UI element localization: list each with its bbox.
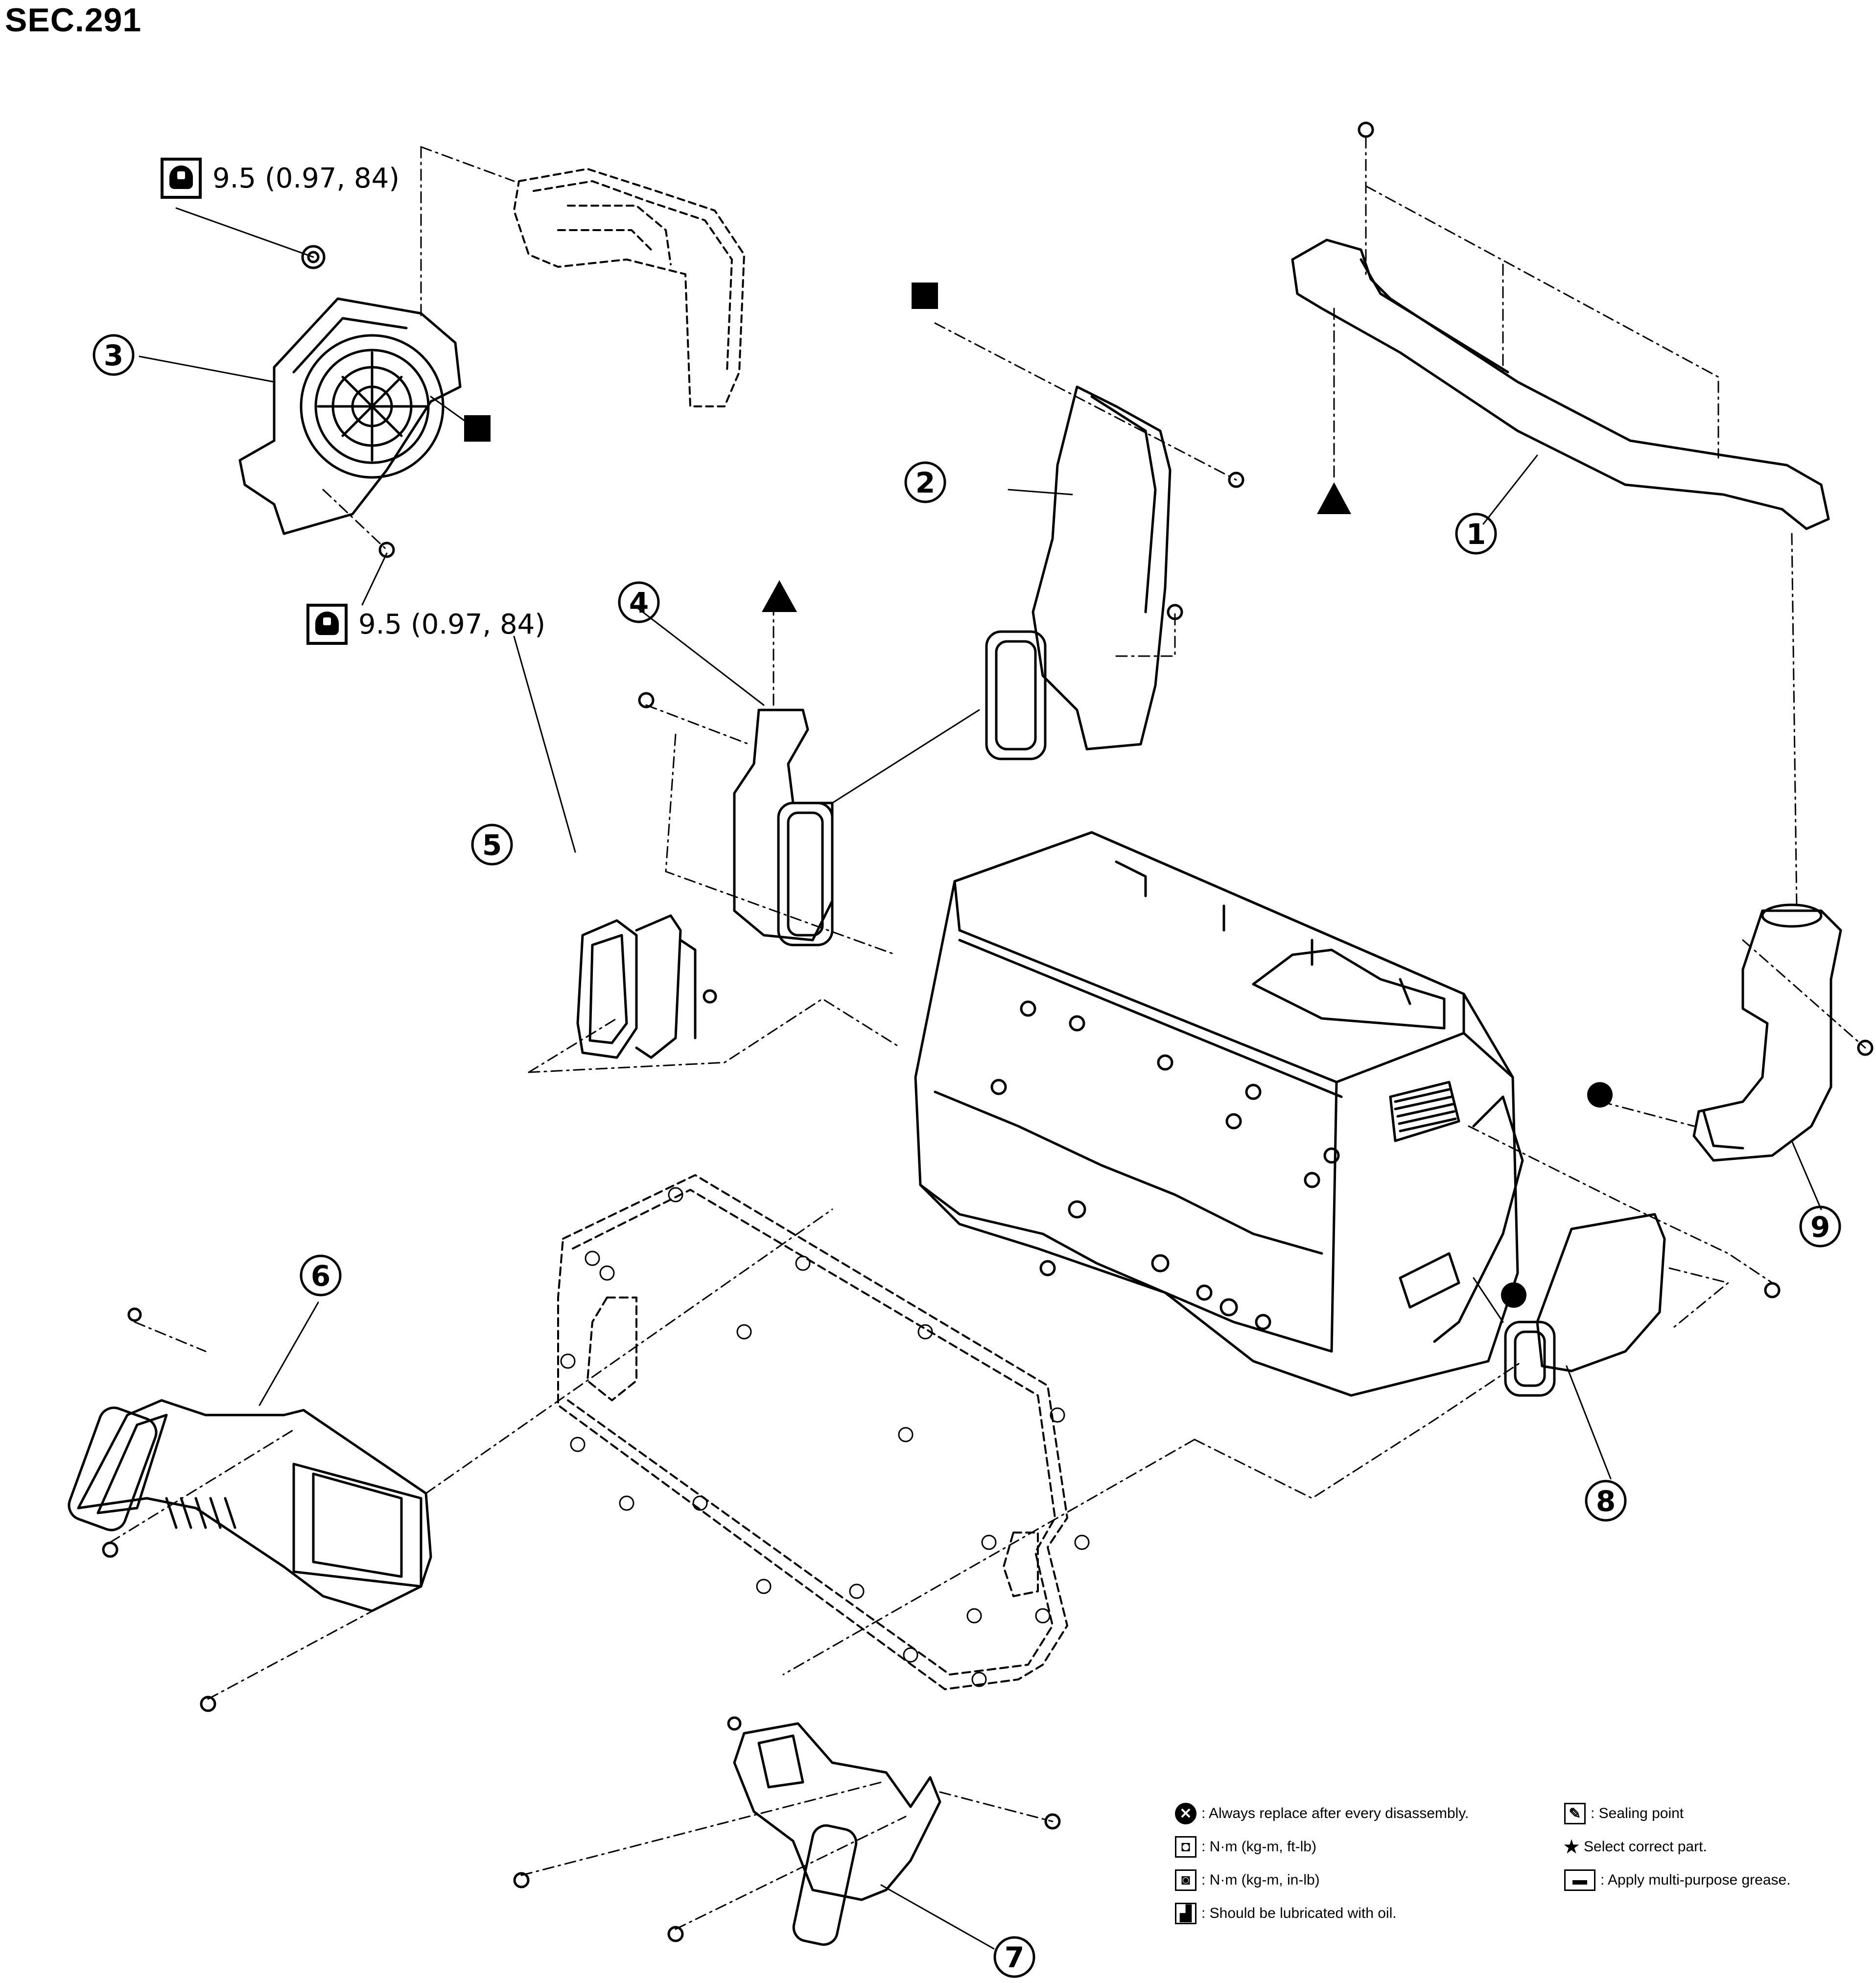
- duct-9: [1692, 903, 1874, 1162]
- callout-circle-4: [618, 581, 660, 623]
- legend-row-replace: ✕ : Always replace after every disassemb…: [1175, 1797, 1469, 1830]
- star-icon: ★: [1563, 1836, 1580, 1858]
- callout-4: 4: [629, 586, 649, 619]
- callout-8: 8: [1596, 1485, 1616, 1518]
- legend-text: : Should be lubricated with oil.: [1201, 1905, 1397, 1921]
- circle-marker: [1501, 1282, 1526, 1308]
- torque-value: 9.5 (0.97, 84): [358, 608, 546, 640]
- duct-6: [68, 1307, 432, 1712]
- triangle-marker: [1317, 482, 1351, 514]
- callout-circle-2: [904, 461, 946, 503]
- callout-9: 9: [1810, 1210, 1830, 1244]
- blower-assembly: [238, 245, 462, 558]
- callout-2: 2: [915, 466, 935, 499]
- callout-1: 1: [1466, 518, 1486, 551]
- callout-3: 3: [104, 339, 123, 372]
- torque-wrench-icon: [306, 604, 348, 645]
- gasket-5: [576, 914, 717, 1059]
- legend-row-torque-inlb: ◙ : N·m (kg-m, in-lb): [1175, 1864, 1469, 1897]
- legend-row-torque-ftlb: ◘ : N·m (kg-m, ft-lb): [1175, 1830, 1469, 1864]
- markers: [464, 283, 1613, 1308]
- oil-can-icon: ▟: [1175, 1903, 1196, 1924]
- legend-text: : Apply multi-purpose grease.: [1600, 1872, 1791, 1888]
- legend-text: : N·m (kg-m, ft-lb): [1201, 1839, 1316, 1855]
- triangle-marker: [762, 580, 797, 612]
- legend-text: : Sealing point: [1591, 1805, 1684, 1821]
- callout-circle-8: [1585, 1480, 1627, 1522]
- square-marker: [912, 283, 938, 309]
- main-unit: [914, 831, 1524, 1397]
- callouts: [93, 334, 1841, 1978]
- callout-circle-1: [1455, 513, 1497, 555]
- torque-inlb-icon: ◙: [1175, 1869, 1196, 1891]
- callout-5: 5: [482, 828, 502, 862]
- callout-6: 6: [311, 1259, 330, 1293]
- legend-text: : N·m (kg-m, in-lb): [1201, 1872, 1320, 1888]
- duct-8: [1504, 1213, 1666, 1397]
- torque-nm-icon: ◘: [1175, 1836, 1196, 1858]
- torque-value: 9.5 (0.97, 84): [212, 162, 400, 194]
- callout-circle-9: [1799, 1205, 1841, 1248]
- duct-1: [1291, 121, 1830, 530]
- callout-circle-5: [471, 824, 513, 866]
- torque-spec-upper: 9.5 (0.97, 84): [161, 158, 399, 199]
- sealing-icon: ✎: [1564, 1803, 1586, 1824]
- legend-text: Select correct part.: [1584, 1839, 1707, 1855]
- duct-4: [638, 692, 834, 946]
- square-marker: [464, 415, 491, 442]
- replace-icon: ✕: [1175, 1803, 1196, 1824]
- legend-left: ✕ : Always replace after every disassemb…: [1175, 1797, 1469, 1930]
- callout-circle-3: [93, 334, 135, 376]
- circle-marker: [1587, 1082, 1613, 1108]
- callout-circle-7: [993, 1936, 1035, 1978]
- legend-row-select-part: ★ Select correct part.: [1564, 1830, 1791, 1864]
- legend-row-oil: ▟ : Should be lubricated with oil.: [1175, 1897, 1469, 1930]
- callout-circle-6: [300, 1254, 342, 1297]
- torque-spec-lower: 9.5 (0.97, 84): [306, 604, 545, 645]
- phantom-bracket-upper: [513, 168, 745, 407]
- grease-icon: ▬: [1564, 1869, 1595, 1891]
- legend-text: : Always replace after every disassembly…: [1201, 1805, 1469, 1821]
- torque-wrench-icon: [161, 158, 202, 199]
- legend-row-grease: ▬ : Apply multi-purpose grease.: [1564, 1864, 1791, 1897]
- legend-right: ✎ : Sealing point ★ Select correct part.…: [1564, 1797, 1791, 1897]
- section-label: SEC.291: [5, 1, 142, 39]
- floor-panel-bolts: [560, 1187, 1090, 1687]
- callout-7: 7: [1005, 1941, 1024, 1974]
- phantom-floor-panel: [557, 1174, 1068, 1690]
- duct-7: [513, 1716, 1061, 1946]
- duct-2: [985, 385, 1244, 760]
- legend-row-sealing: ✎ : Sealing point: [1564, 1797, 1791, 1830]
